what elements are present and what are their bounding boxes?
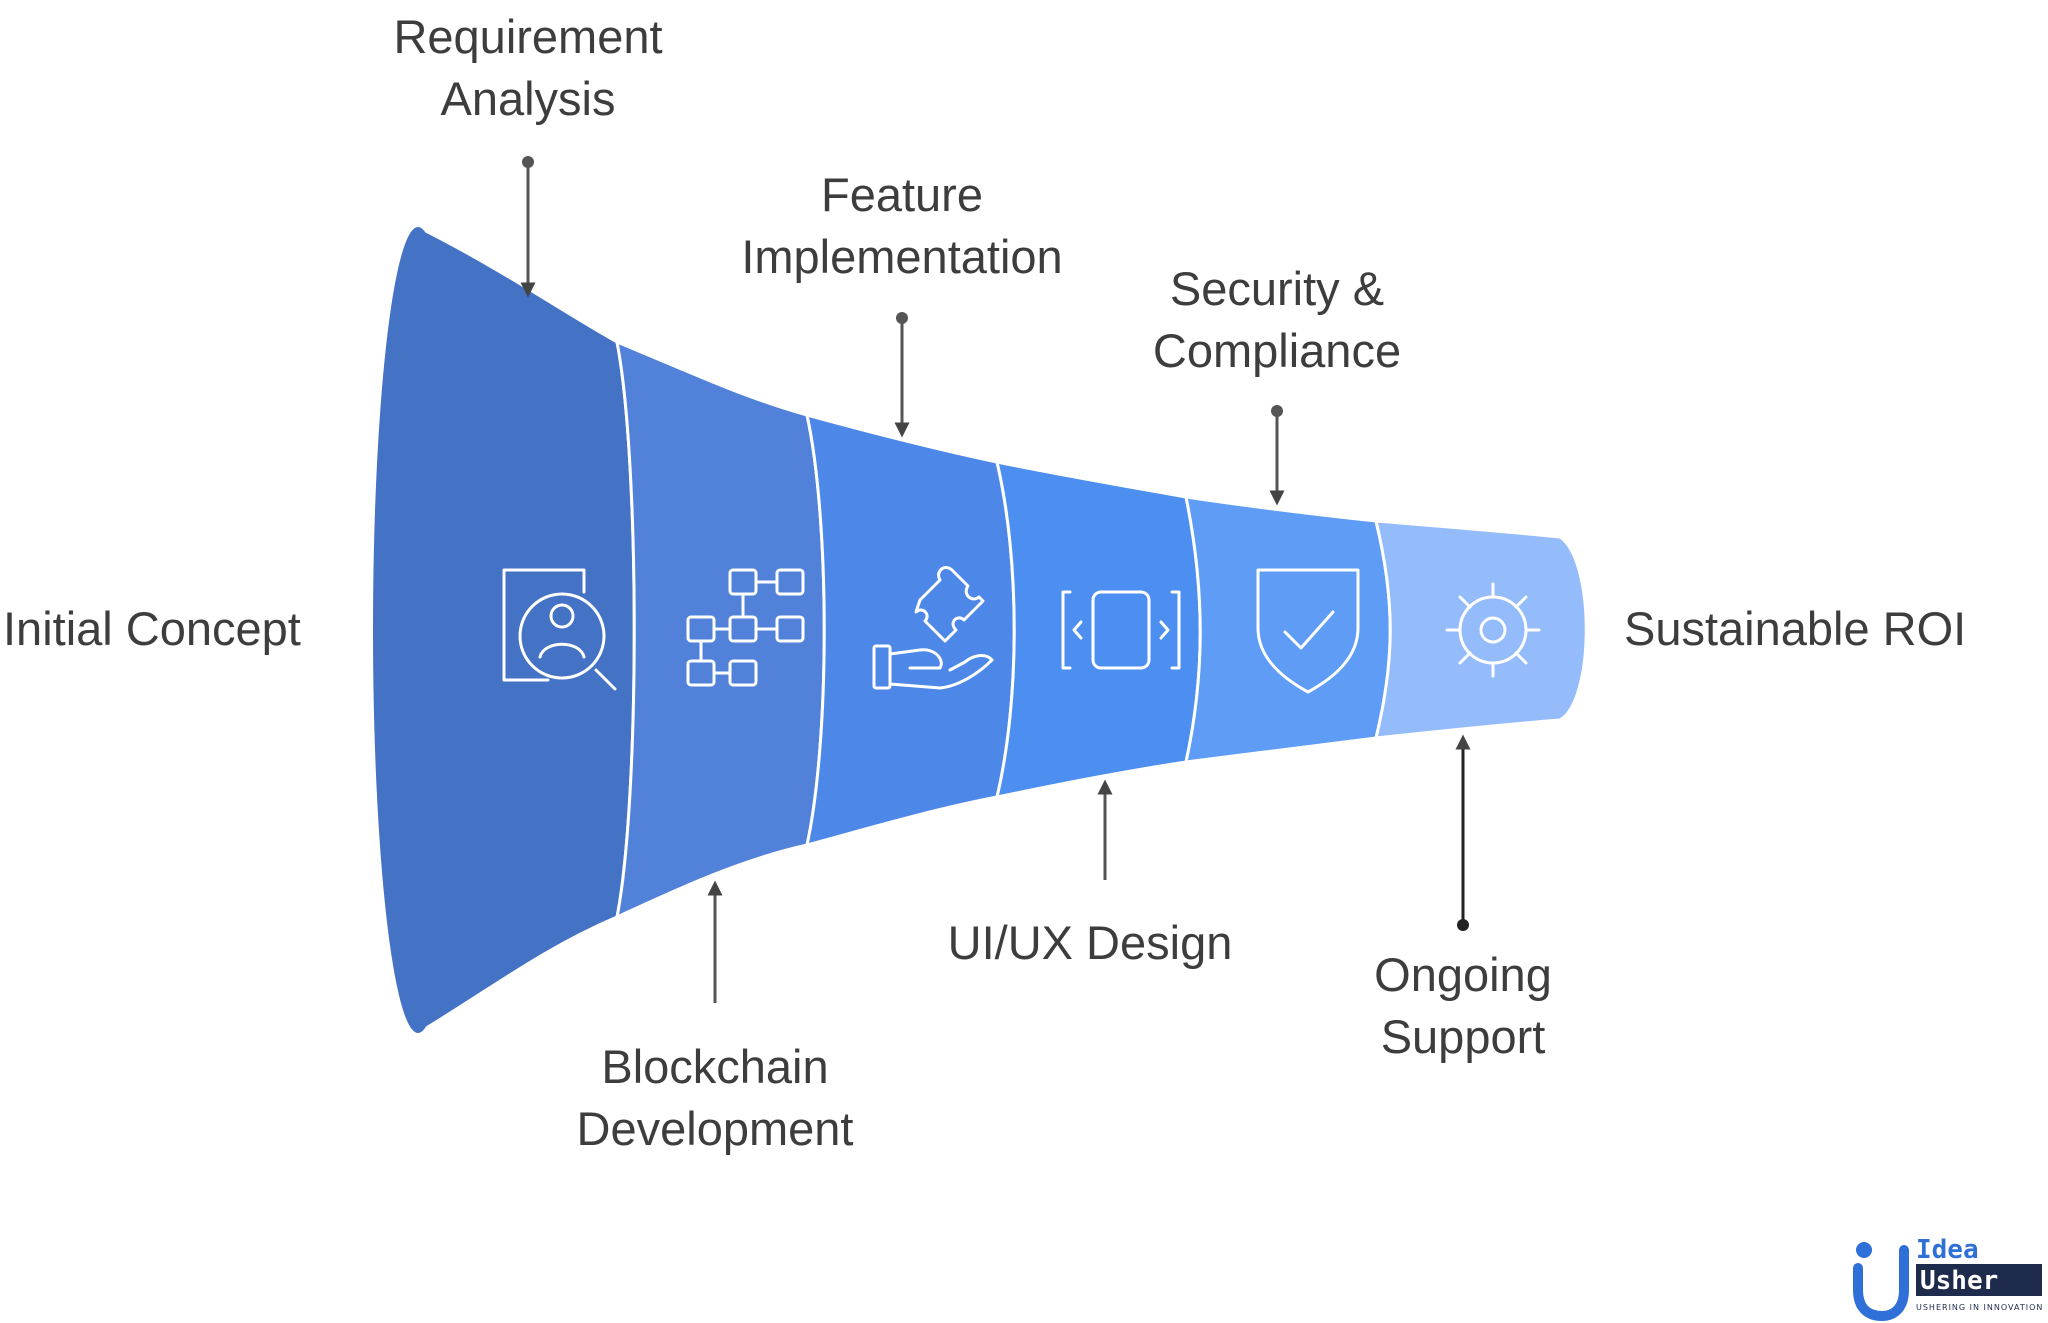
stage-segment-security-compliance bbox=[1184, 495, 1392, 764]
logo-top-text: Idea bbox=[1916, 1235, 1979, 1265]
shield-check-icon bbox=[1256, 568, 1360, 694]
logo-tagline: USHERING IN INNOVATION bbox=[1916, 1303, 2043, 1312]
puzzle-hand-icon bbox=[872, 566, 994, 690]
stage-label-line: Implementation bbox=[741, 230, 1063, 284]
stage-label-feature-implementation: Feature Implementation bbox=[702, 164, 1102, 288]
funnel-mouth bbox=[373, 227, 463, 1033]
stage-label-requirement-analysis: Requirement Analysis bbox=[328, 6, 728, 130]
start-label: Initial Concept bbox=[3, 602, 301, 655]
stage-label-blockchain-development: Blockchain Development bbox=[515, 1036, 915, 1160]
connector-ongoing-support bbox=[1455, 734, 1471, 931]
stage-label-security-compliance: Security & Compliance bbox=[1077, 258, 1477, 382]
stage-label-line: Ongoing bbox=[1374, 948, 1552, 1001]
screen-frame-icon bbox=[1061, 590, 1181, 670]
flowchart-icon bbox=[686, 568, 805, 687]
person-search-icon bbox=[502, 568, 617, 691]
stage-label-ongoing-support: Ongoing Support bbox=[1263, 944, 1663, 1068]
stage-label-line: Feature bbox=[821, 168, 983, 221]
stage-label-line: Support bbox=[1380, 1010, 1546, 1064]
stage-segment-ui-ux-design bbox=[994, 460, 1202, 799]
connector-security-compliance bbox=[1269, 405, 1285, 506]
connector-feature-implementation bbox=[894, 312, 910, 438]
stage-label-line: Requirement bbox=[393, 10, 663, 63]
stage-label-ui-ux-design: UI/UX Design bbox=[890, 912, 1290, 974]
stage-segment-feature-implementation bbox=[805, 412, 1016, 848]
gear-icon bbox=[1445, 582, 1541, 678]
connector-requirement-analysis bbox=[520, 156, 536, 298]
stage-label-line: Analysis bbox=[440, 72, 616, 126]
company-logo: Idea Usher USHERING IN INNOVATION bbox=[1853, 1235, 2043, 1322]
stage-label-line: Blockchain bbox=[601, 1040, 829, 1093]
stage-label-line: Security & bbox=[1169, 262, 1385, 315]
stage-label-line: UI/UX Design bbox=[947, 916, 1233, 969]
logo-bottom-text: Usher bbox=[1920, 1266, 1998, 1296]
end-label: Sustainable ROI bbox=[1624, 602, 1967, 655]
stage-label-line: Development bbox=[576, 1102, 854, 1156]
stage-label-line: Compliance bbox=[1152, 324, 1402, 378]
